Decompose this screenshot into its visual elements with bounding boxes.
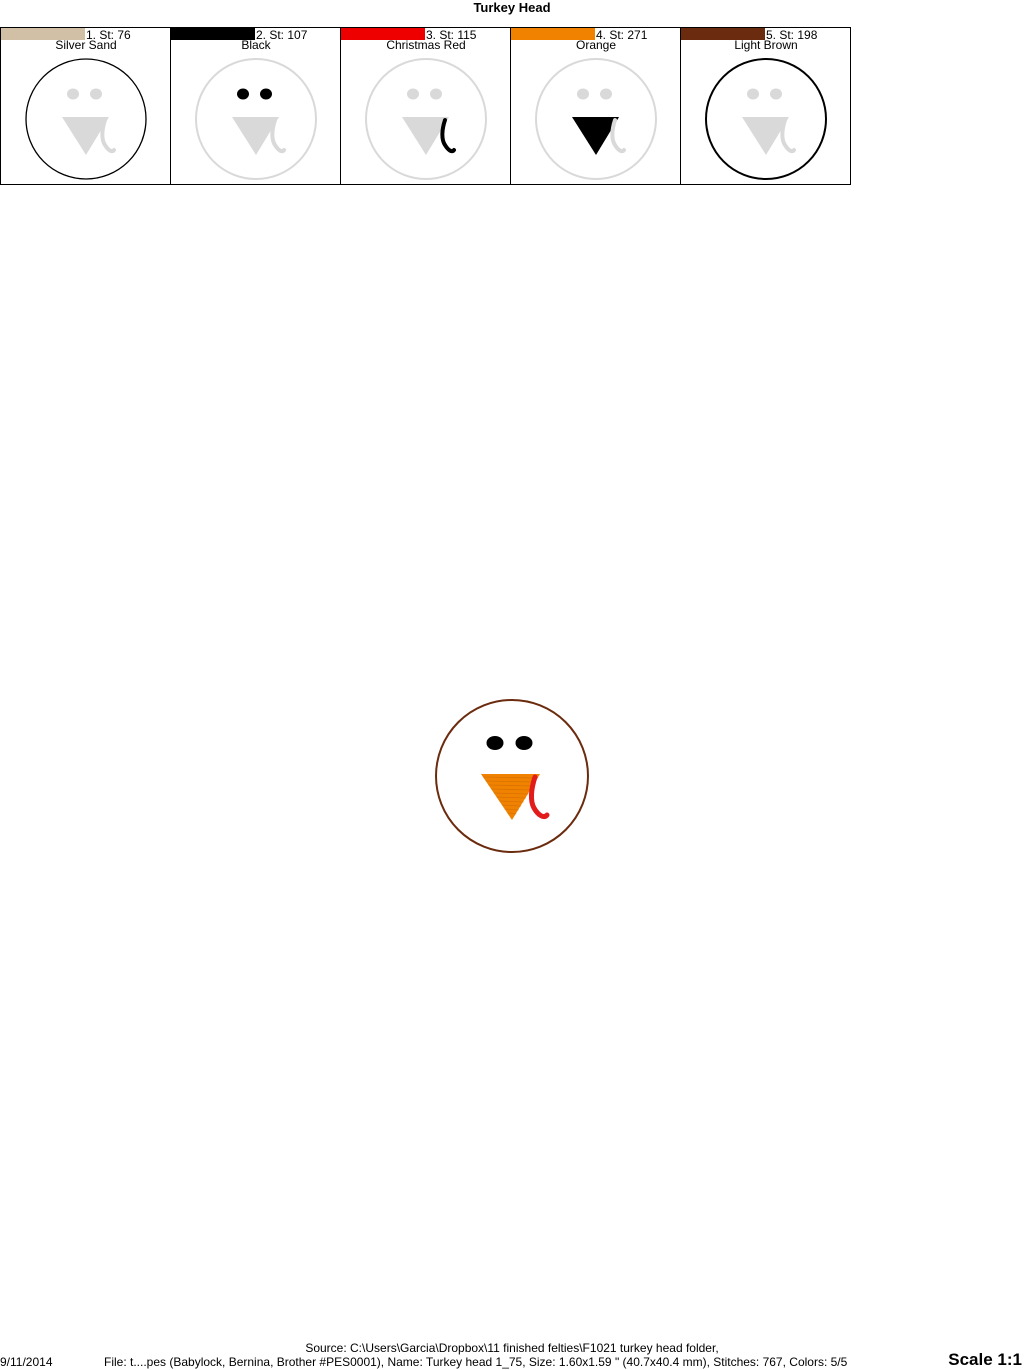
preview-outline: [705, 58, 827, 180]
beak-stitch-line: [507, 812, 517, 815]
preview-wattle: [100, 118, 116, 154]
turkey-head-design: [435, 699, 589, 853]
wattle: [529, 774, 550, 820]
step-preview: [535, 58, 657, 180]
beak-stitch-line: [504, 808, 519, 811]
step-preview: [705, 58, 827, 180]
beak-stitch-line: [483, 776, 539, 779]
beak-stitch-line: [493, 792, 529, 795]
stitch-count: 5. St: 198: [766, 28, 818, 42]
color-step-panel: 3. St: 115 Christmas Red: [341, 28, 511, 184]
color-name: Light Brown: [734, 38, 798, 52]
preview-beak: [742, 117, 789, 155]
preview-outline: [25, 58, 147, 180]
scale-label: Scale 1:1: [948, 1350, 1022, 1369]
preview-wattle: [610, 118, 626, 154]
preview-right-eye: [600, 88, 612, 100]
stitch-count: 1. St: 76: [86, 28, 131, 42]
color-swatch: [1, 28, 85, 40]
stitch-count: 3. St: 115: [426, 28, 477, 42]
beak-stitch-line: [488, 784, 534, 787]
stitch-count: 4. St: 271: [596, 28, 648, 42]
color-step-panel: 5. St: 198 Light Brown: [681, 28, 851, 184]
footer-file-info: File: t....pes (Babylock, Bernina, Broth…: [104, 1355, 848, 1369]
right-eye: [515, 736, 533, 750]
preview-right-eye: [260, 88, 272, 100]
preview-wattle: [440, 118, 456, 154]
color-name: Orange: [575, 38, 617, 52]
beak-stitch-lines: [483, 776, 539, 815]
preview-right-eye: [90, 88, 102, 100]
beak-stitch-line: [491, 788, 531, 791]
preview-outline: [365, 58, 487, 180]
color-swatch: [511, 28, 595, 40]
preview-beak: [232, 117, 279, 155]
stitch-count: 2. St: 107: [256, 28, 308, 42]
preview-left-eye: [747, 88, 759, 100]
preview-wattle: [270, 118, 286, 154]
beak-stitch-line: [496, 796, 527, 799]
color-sequence-strip: 1. St: 76 Silver Sand 2. St: 107 Black 3…: [0, 27, 851, 185]
color-step-panel: 4. St: 271 Orange: [511, 28, 681, 184]
color-step-panel: 2. St: 107 Black: [171, 28, 341, 184]
page-title: Turkey Head: [473, 0, 551, 15]
color-name: Christmas Red: [386, 38, 466, 52]
color-name: Black: [241, 38, 271, 52]
preview-outline: [535, 58, 657, 180]
preview-outline: [195, 58, 317, 180]
left-eye: [486, 736, 504, 750]
preview-right-eye: [770, 88, 782, 100]
color-name: Silver Sand: [55, 38, 117, 52]
preview-left-eye: [407, 88, 419, 100]
preview-right-eye: [430, 88, 442, 100]
preview-beak: [402, 117, 449, 155]
color-swatch: [341, 28, 425, 40]
color-swatch: [681, 28, 765, 40]
preview-left-eye: [577, 88, 589, 100]
step-preview: [25, 58, 147, 180]
beak-stitch-line: [501, 804, 522, 807]
preview-wattle: [780, 118, 796, 154]
head-outline: [435, 699, 589, 853]
beak-stitch-line: [499, 800, 524, 803]
preview-left-eye: [67, 88, 79, 100]
footer-source-path: Source: C:\Users\Garcia\Dropbox\11 finis…: [305, 1341, 719, 1355]
color-step-panel: 1. St: 76 Silver Sand: [1, 28, 171, 184]
color-swatch: [171, 28, 255, 40]
step-preview: [195, 58, 317, 180]
beak-stitch-line: [485, 780, 536, 783]
footer-date: 9/11/2014: [0, 1355, 53, 1369]
preview-left-eye: [237, 88, 249, 100]
step-preview: [365, 58, 487, 180]
preview-beak: [572, 117, 619, 155]
preview-beak: [62, 117, 109, 155]
